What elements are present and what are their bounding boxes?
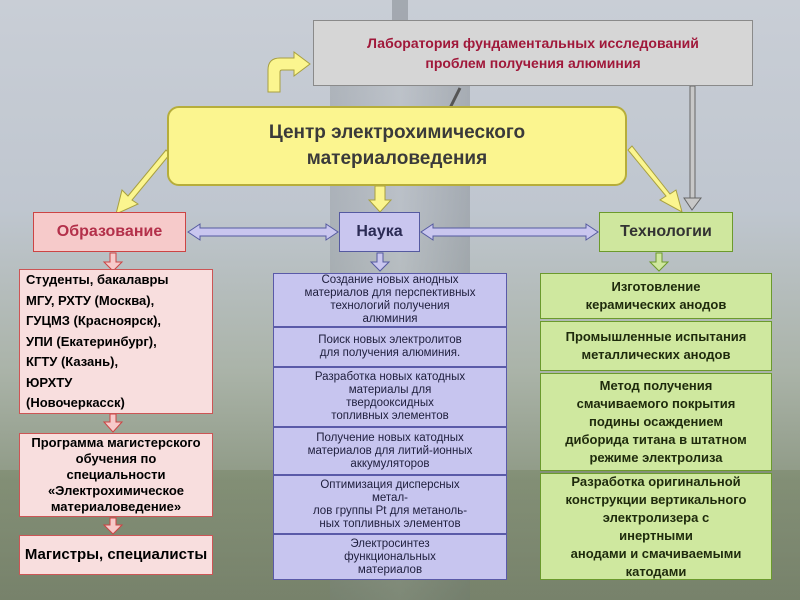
technology-item: Промышленные испытания металлических ано… <box>540 321 772 371</box>
education-header: Образование <box>33 212 186 252</box>
technology-line: металлических анодов <box>581 347 731 362</box>
arrow-education-science <box>187 223 339 241</box>
education-list-item: Студенты, бакалавры <box>26 272 169 287</box>
technology-line: подины осаждением <box>588 414 724 429</box>
arrow-education-down <box>102 252 124 272</box>
science-item: Получение новых катодных материалов для … <box>273 427 507 475</box>
center-box: Центр электрохимического материаловедени… <box>167 106 627 186</box>
science-line: метал- <box>372 491 408 504</box>
science-item: Электросинтез функциональных материалов <box>273 534 507 580</box>
arrow-science-technology <box>420 223 599 241</box>
science-line: твердооксидных <box>346 397 434 409</box>
education-list-item: УПИ (Екатеринбург), <box>26 333 157 349</box>
education-list-item: ЮРХТУ <box>26 374 73 390</box>
technology-line: конструкции вертикального <box>565 491 747 507</box>
technology-line: режиме электролиза <box>589 450 723 465</box>
education-list-item: (Новочеркасск) <box>26 395 125 410</box>
program-line: материаловедение» <box>50 499 182 514</box>
education-list-item: ГУЦМЗ (Красноярск), <box>26 313 162 328</box>
science-line: лов группы Pt для метаноль- <box>312 504 468 517</box>
technology-line: Разработка оригинальной <box>571 473 741 489</box>
technology-line: катодами <box>625 563 687 579</box>
arrow-lab-to-technology-shaft <box>689 85 696 199</box>
science-line: Электросинтез <box>350 537 430 550</box>
technology-item: Изготовление керамических анодов <box>540 273 772 319</box>
arrow-center-to-technology <box>627 145 683 214</box>
science-line: Получение новых катодных <box>316 431 464 444</box>
center-title-line2: материаловедения <box>306 148 488 169</box>
arrow-technology-down <box>648 252 670 272</box>
science-line: технологий получения <box>330 300 450 312</box>
arrow-center-to-lab <box>267 51 311 93</box>
technology-line: диборида титана в штатном <box>565 432 747 447</box>
science-line: Оптимизация дисперсных <box>320 478 460 491</box>
arrow-science-down <box>369 252 391 272</box>
science-line: функциональных <box>344 550 436 563</box>
technology-line: электролизера с <box>602 509 710 525</box>
education-universities-box: Студенты, бакалавры МГУ, РХТУ (Москва), … <box>19 269 213 414</box>
science-item: Поиск новых электролитов для получения а… <box>273 327 507 367</box>
arrow-center-to-science <box>367 185 393 213</box>
arrow-program-to-graduates <box>102 517 124 535</box>
center-title-line1: Центр электрохимического <box>268 122 526 143</box>
science-line: для получения алюминия. <box>319 347 461 359</box>
science-line: топливных элементов <box>331 410 449 422</box>
arrow-center-to-education <box>115 149 171 215</box>
program-line: обучения по <box>75 451 157 466</box>
technology-line: смачиваемого покрытия <box>576 396 736 411</box>
education-list-item: КГТУ (Казань), <box>26 354 119 369</box>
science-item: Создание новых анодных материалов для пе… <box>273 273 507 327</box>
lab-title-line2: проблем получения алюминия <box>425 55 641 71</box>
technology-header: Технологии <box>599 212 733 252</box>
technology-line: керамических анодов <box>585 297 727 312</box>
technology-line: Изготовление <box>611 279 701 294</box>
lab-box: Лаборатория фундаментальных исследований… <box>313 20 753 86</box>
education-list-item: МГУ, РХТУ (Москва), <box>26 292 155 308</box>
technology-item: Метод получения смачиваемого покрытия по… <box>540 373 772 471</box>
science-line: материалов для литий-ионных <box>307 444 473 457</box>
program-line: специальности <box>66 467 166 482</box>
science-line: ных топливных элементов <box>319 517 461 530</box>
science-item: Разработка новых катодных материалы для … <box>273 367 507 427</box>
lab-title-line1: Лаборатория фундаментальных исследований <box>367 35 699 51</box>
technology-item: Разработка оригинальной конструкции верт… <box>540 473 772 580</box>
arrow-lab-to-technology-head <box>683 197 702 211</box>
science-item: Оптимизация дисперсных метал- лов группы… <box>273 475 507 534</box>
education-program-box: Программа магистерского обучения по спец… <box>19 433 213 517</box>
science-line: Разработка новых катодных <box>314 371 466 383</box>
science-header: Наука <box>339 212 420 252</box>
science-line: аккумуляторов <box>350 457 430 470</box>
science-line: материалов <box>357 563 423 576</box>
science-line: Создание новых анодных <box>321 274 459 286</box>
education-graduates-box: Магистры, специалисты <box>19 535 213 575</box>
technology-line: Промышленные испытания <box>565 329 747 344</box>
science-line: материалы для <box>348 384 432 396</box>
science-line: материалов для перспективных <box>304 287 476 299</box>
technology-line: Метод получения <box>599 378 713 393</box>
science-line: алюминия <box>362 313 418 325</box>
science-line: Поиск новых электролитов <box>318 334 462 346</box>
arrow-education-to-program <box>102 413 124 433</box>
program-line: «Электрохимическое <box>47 483 185 498</box>
technology-line: анодами и смачиваемыми <box>570 545 742 561</box>
technology-line: инертными <box>619 527 693 543</box>
program-line: Программа магистерского <box>31 435 201 450</box>
